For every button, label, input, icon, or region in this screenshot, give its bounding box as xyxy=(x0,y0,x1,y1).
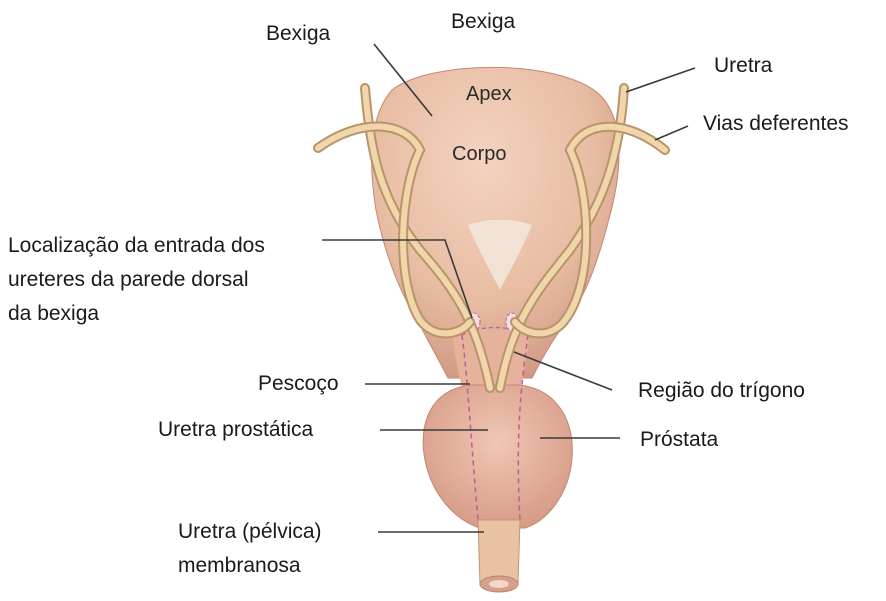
membranous-urethra-tube xyxy=(478,520,520,585)
label-uretra-prostatica: Uretra prostática xyxy=(158,418,314,441)
label-bexiga-top: Bexiga xyxy=(451,10,516,33)
label-uretra-membranosa-line1: Uretra (pélvica) xyxy=(178,520,322,543)
label-corpo: Corpo xyxy=(452,143,506,165)
label-apex: Apex xyxy=(466,83,512,105)
label-pescoco: Pescoço xyxy=(258,372,339,395)
prostate-shape xyxy=(423,385,572,528)
label-regiao-trigono: Região do trígono xyxy=(638,379,805,402)
label-localizacao-line1: Localização da entrada dos xyxy=(8,234,265,257)
leader-uretra xyxy=(626,68,695,92)
label-prostata: Próstata xyxy=(640,428,719,451)
label-vias-deferentes: Vias deferentes xyxy=(703,112,849,135)
leader-vias-deferentes xyxy=(655,126,688,140)
label-localizacao-line2: ureteres da parede dorsal xyxy=(8,268,249,291)
label-bexiga-left: Bexiga xyxy=(266,22,331,45)
label-uretra-membranosa-line2: membranosa xyxy=(178,554,301,577)
label-localizacao-line3: da bexiga xyxy=(8,302,99,325)
label-uretra: Uretra xyxy=(714,54,773,77)
